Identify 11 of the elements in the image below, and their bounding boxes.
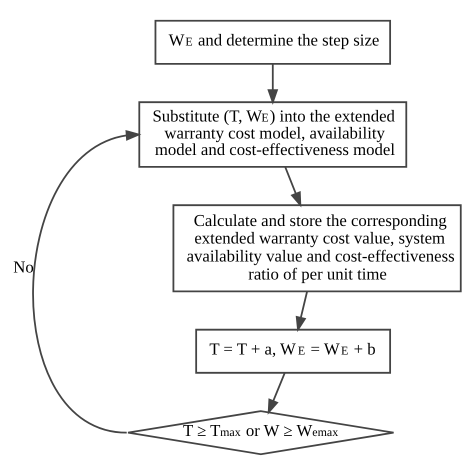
arrow (296, 290, 308, 332)
node-box: WE and determine the step size (154, 19, 392, 64)
edge-label: No (13, 256, 34, 276)
node-box: T = T + a, WE = WE + b (195, 328, 392, 374)
arrow (284, 166, 302, 207)
node-box: Calculate and store the corresponding extended warranty cost value, system availability value and cost-effectiveness ratio of per unit time (172, 204, 462, 292)
arrow (268, 372, 286, 414)
node-box: Substitute (T, WE) into the extended warranty cost model, availability model and cost-effectiveness model (138, 100, 408, 168)
node-diamond: T ≥ Tmax or W ≥ Wemax (127, 410, 394, 455)
arrow (32, 130, 142, 434)
arrow (267, 63, 278, 104)
